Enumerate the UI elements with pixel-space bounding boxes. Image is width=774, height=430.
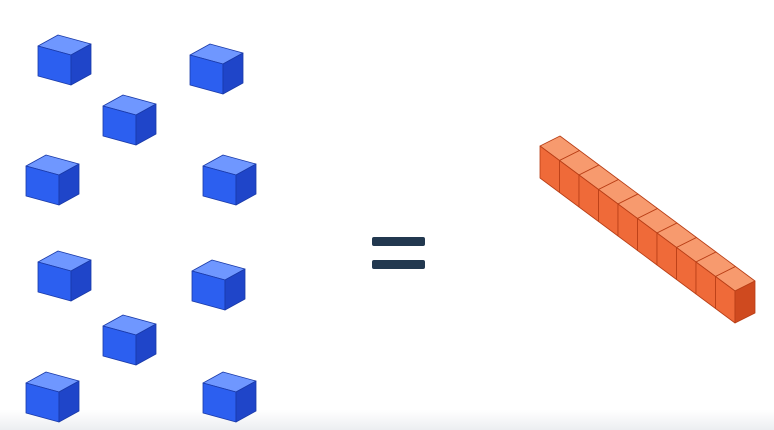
blue-unit-cube-icon [191,259,246,311]
blue-unit-cube-icon [202,371,257,423]
rod-end-face [734,280,756,324]
cube-right-face [58,380,80,423]
rod-segment [695,251,736,309]
cube-right-face [58,163,80,206]
cube-right-face [222,52,244,95]
rod-segment [578,164,619,222]
unit-cubes-group [25,34,257,423]
rod-segment [539,135,580,193]
blue-unit-cube-icon [102,314,157,366]
equals-sign-icon [372,237,425,269]
rod-segment [617,193,658,251]
cube-right-face [70,43,92,86]
blue-unit-cube-icon [102,94,157,146]
blue-unit-cube-icon [189,43,244,95]
equals-sign-bottom-bar [372,260,425,269]
cube-right-face [135,103,157,146]
rod-segment [637,208,678,266]
floor-shadow [0,410,774,430]
cube-right-face [235,163,257,206]
blue-unit-cube-icon [37,250,92,302]
blue-unit-cube-icon [37,34,92,86]
cube-right-face [235,380,257,423]
cube-right-face [224,268,246,311]
blue-unit-cube-icon [202,154,257,206]
blue-unit-cube-icon [25,154,80,206]
equals-sign-top-bar [372,237,425,246]
blue-unit-cube-icon [25,371,80,423]
rod-segment [559,150,600,208]
cube-right-face [70,259,92,302]
cube-right-face [135,323,157,366]
ten-rod-icon [539,135,756,324]
